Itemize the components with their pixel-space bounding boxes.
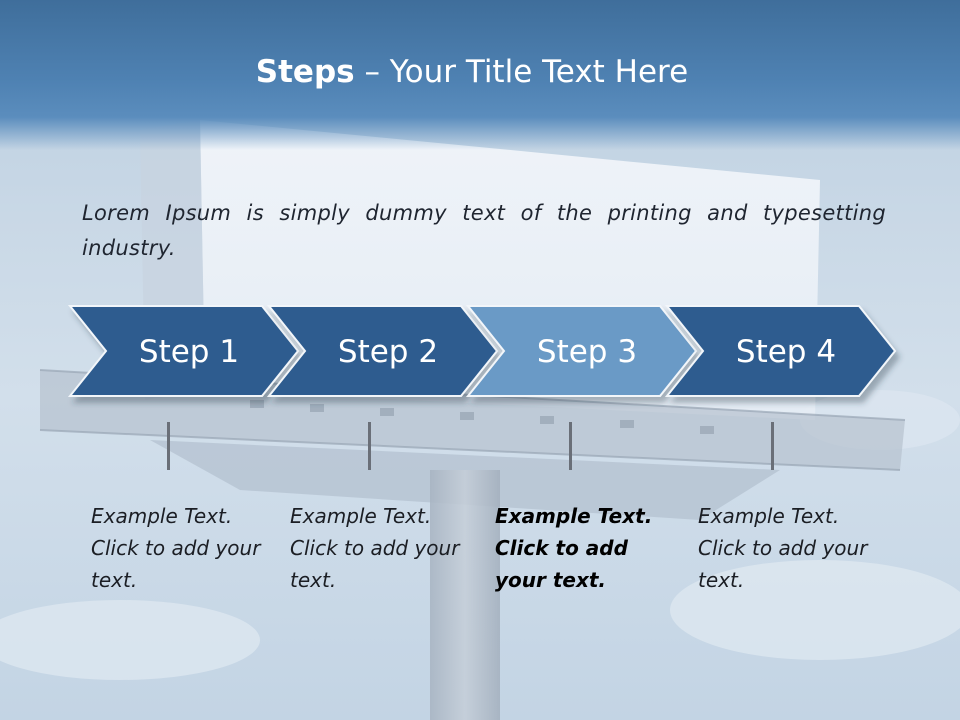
- step-2[interactable]: Step 2: [266, 305, 499, 397]
- step-1-label: Step 1: [139, 334, 239, 370]
- step-3-description[interactable]: Example Text. Click to add your text.: [495, 504, 653, 592]
- step-4-connector: [771, 422, 774, 470]
- step-4-description[interactable]: Example Text. Click to add your text.: [698, 504, 868, 592]
- step-2-description[interactable]: Example Text. Click to add your text.: [290, 504, 460, 592]
- intro-text[interactable]: Lorem Ipsum is simply dummy text of the …: [82, 201, 886, 260]
- step-3[interactable]: Step 3: [465, 305, 698, 397]
- title-strong: Steps: [255, 54, 355, 90]
- step-3-label: Step 3: [537, 334, 637, 370]
- slide-title[interactable]: Steps – Your Title Text Here: [0, 54, 944, 90]
- step-1[interactable]: Step 1: [67, 305, 300, 397]
- step-4-label: Step 4: [736, 334, 836, 370]
- title-rest: – Your Title Text Here: [364, 54, 689, 90]
- step-2-label: Step 2: [338, 334, 438, 370]
- step-2-connector: [368, 422, 371, 470]
- step-1-description[interactable]: Example Text. Click to add your text.: [91, 504, 261, 592]
- step-4[interactable]: Step 4: [664, 305, 897, 397]
- step-3-connector: [569, 422, 572, 470]
- title-bar: [0, 0, 960, 150]
- step-1-connector: [167, 422, 170, 470]
